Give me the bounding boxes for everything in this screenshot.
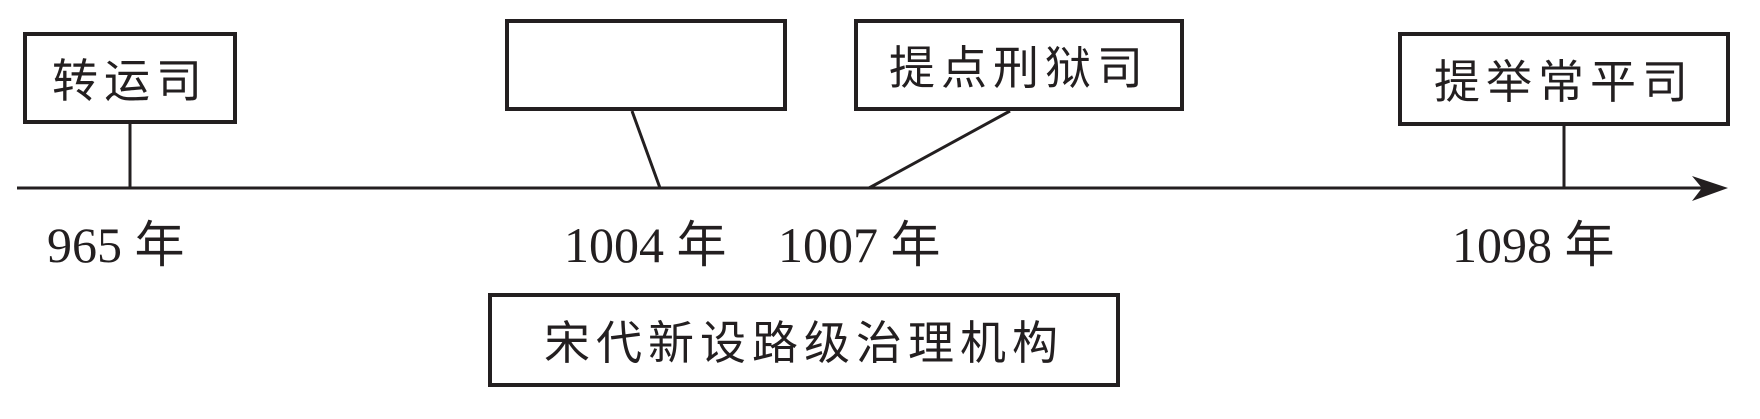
event-box-965: 转运司 xyxy=(23,32,237,124)
year-label-965: 965 年 xyxy=(47,217,185,273)
diagram-title: 宋代新设路级治理机构 xyxy=(488,293,1120,387)
event-box-1004-blank xyxy=(505,19,787,111)
event-box-1098: 提举常平司 xyxy=(1398,32,1730,126)
connector-1004 xyxy=(630,110,662,189)
connector-1007 xyxy=(868,109,1011,190)
event-box-1007: 提点刑狱司 xyxy=(854,19,1184,111)
year-label-1004: 1004 年 xyxy=(564,217,727,273)
year-label-1007: 1007 年 xyxy=(778,217,941,273)
arrow-head-icon xyxy=(1692,176,1728,201)
year-label-1098: 1098 年 xyxy=(1452,217,1615,273)
